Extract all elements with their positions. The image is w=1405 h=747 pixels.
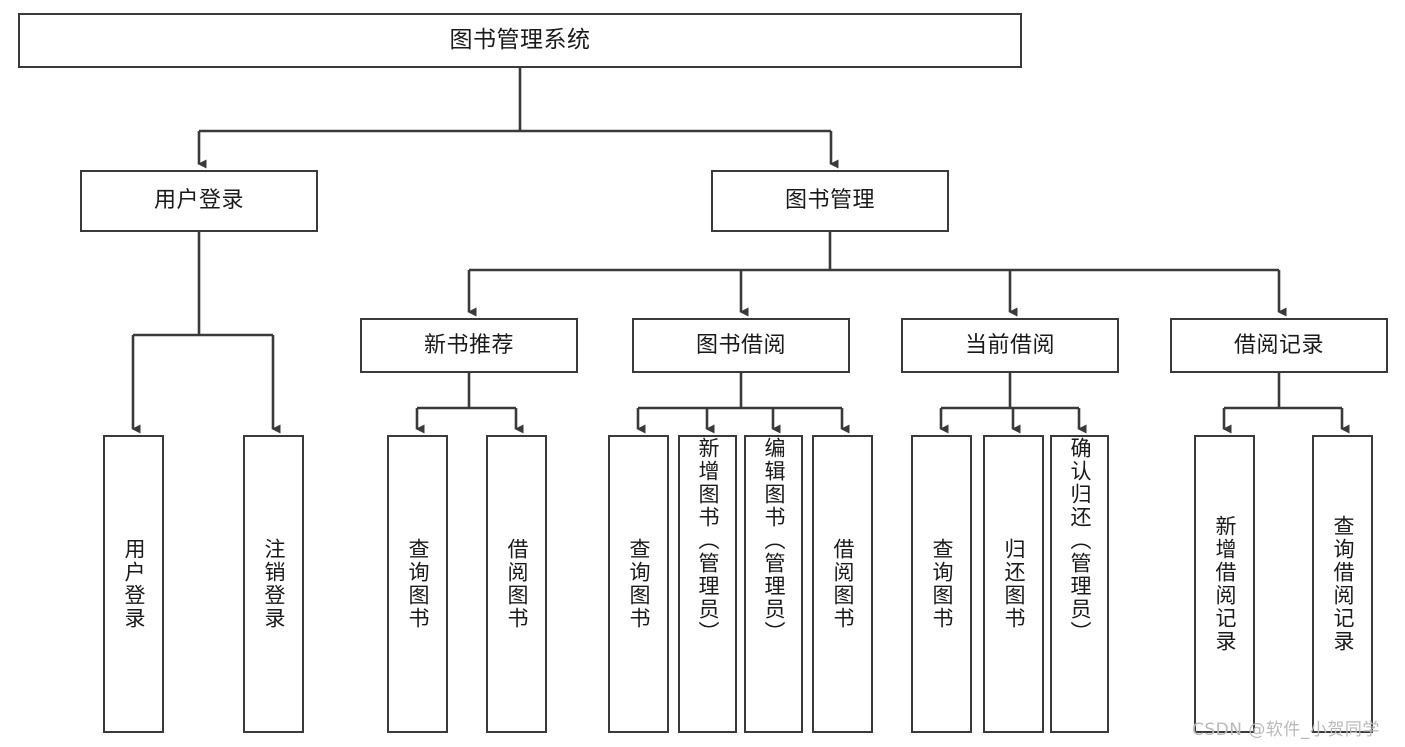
node-new-book-recommend-label: 新书推荐 <box>423 332 514 358</box>
node-root-label: 图书管理系统 <box>449 26 591 53</box>
node-new-book-recommend[interactable]: 新书推荐 <box>360 318 578 373</box>
node-book-manage[interactable]: 图书管理 <box>711 170 949 232</box>
leaf-query-book-2[interactable]: 查询图书 <box>608 435 669 733</box>
node-current-borrow-label: 当前借阅 <box>964 332 1055 358</box>
leaf-borrow-book-2[interactable]: 借阅图书 <box>812 435 873 733</box>
leaf-borrow-book-2-label: 借阅图书 <box>831 538 855 630</box>
leaf-edit-book[interactable]: 编辑图书（管理员） <box>744 435 803 733</box>
node-book-manage-label: 图书管理 <box>784 188 875 214</box>
leaf-logout-login[interactable]: 注销登录 <box>243 435 304 733</box>
leaf-logout-login-label: 注销登录 <box>262 538 286 630</box>
leaf-add-book[interactable]: 新增图书（管理员） <box>678 435 737 733</box>
leaf-query-book-3-label: 查询图书 <box>930 538 954 630</box>
leaf-add-record[interactable]: 新增借阅记录 <box>1194 435 1255 733</box>
leaf-confirm-return-label: 确认归还（管理员） <box>1068 437 1092 644</box>
leaf-borrow-book-1-label: 借阅图书 <box>505 538 529 630</box>
node-book-borrow-label: 图书借阅 <box>695 332 786 358</box>
leaf-user-login[interactable]: 用户登录 <box>103 435 164 733</box>
leaf-query-book-2-label: 查询图书 <box>627 538 651 630</box>
csdn-watermark: CSDN @软件_小贺同学 <box>1192 720 1380 740</box>
leaf-query-book-1-label: 查询图书 <box>406 538 430 630</box>
leaf-confirm-return[interactable]: 确认归还（管理员） <box>1050 435 1109 733</box>
node-borrow-record-label: 借阅记录 <box>1233 332 1324 358</box>
leaf-borrow-book-1[interactable]: 借阅图书 <box>486 435 547 733</box>
leaf-add-record-label: 新增借阅记录 <box>1213 515 1237 653</box>
node-root[interactable]: 图书管理系统 <box>18 13 1022 68</box>
leaf-return-book[interactable]: 归还图书 <box>983 435 1044 733</box>
leaf-return-book-label: 归还图书 <box>1002 538 1026 630</box>
node-current-borrow[interactable]: 当前借阅 <box>901 318 1119 373</box>
node-user-login-label: 用户登录 <box>153 188 244 214</box>
leaf-query-record[interactable]: 查询借阅记录 <box>1312 435 1373 733</box>
node-book-borrow[interactable]: 图书借阅 <box>632 318 850 373</box>
leaf-query-record-label: 查询借阅记录 <box>1331 515 1355 653</box>
leaf-query-book-3[interactable]: 查询图书 <box>911 435 972 733</box>
leaf-add-book-label: 新增图书（管理员） <box>696 437 720 644</box>
leaf-edit-book-label: 编辑图书（管理员） <box>762 437 786 644</box>
node-borrow-record[interactable]: 借阅记录 <box>1170 318 1388 373</box>
node-user-login[interactable]: 用户登录 <box>80 170 318 232</box>
leaf-user-login-label: 用户登录 <box>122 538 146 630</box>
leaf-query-book-1[interactable]: 查询图书 <box>387 435 448 733</box>
